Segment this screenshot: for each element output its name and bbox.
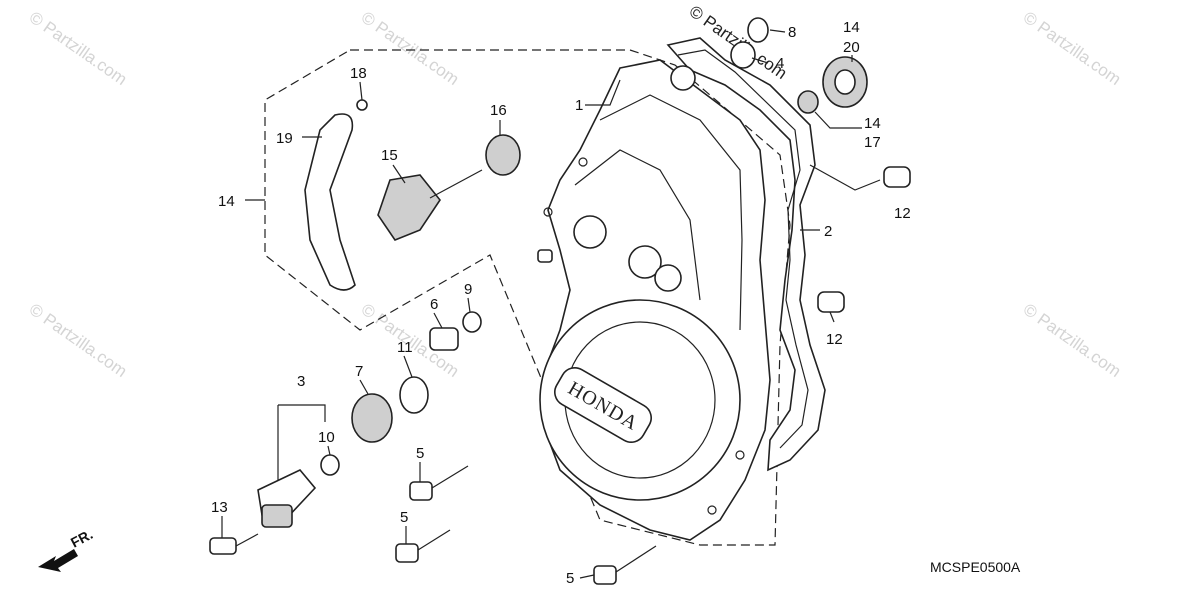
cover-boss-upper — [670, 65, 696, 91]
fr-label: FR. — [68, 526, 95, 551]
leader-12a — [809, 164, 881, 191]
part-dowel-pin — [537, 249, 553, 263]
bolt-5-upper — [409, 481, 433, 501]
generator-cover-dome — [539, 299, 741, 501]
leader-11 — [403, 355, 413, 378]
part-16-seal — [485, 134, 521, 176]
bolts — [395, 465, 657, 585]
part-17-seal — [797, 90, 819, 114]
callout-14-right: 14 — [864, 115, 881, 132]
part-19-hose — [304, 113, 356, 291]
callout-14-left: 14 — [218, 193, 235, 210]
generator-cover: HONDA — [539, 299, 741, 501]
part-10-washer — [320, 454, 340, 476]
logo-plate — [554, 367, 652, 443]
bolt-5-lower-shank — [615, 545, 657, 573]
part-12-dowel-lower — [817, 291, 845, 313]
leader-10 — [327, 445, 331, 456]
callouts: 1 2 3 4 5 5 5 6 7 8 9 10 11 12 12 13 14 … — [211, 19, 911, 587]
part-7-cap — [351, 393, 393, 443]
cover-port-oil — [628, 245, 662, 279]
cover-inner-rib — [574, 149, 701, 301]
callout-3: 3 — [297, 373, 305, 390]
part-9-oring — [462, 311, 482, 333]
cover-port-shaft — [573, 215, 607, 249]
part-15-impeller — [377, 174, 441, 241]
cover-bolt-hole-2 — [578, 157, 588, 167]
cover-bolt-hole-1 — [543, 207, 553, 217]
callout-13: 13 — [211, 499, 228, 516]
leader-1 — [585, 79, 621, 106]
part-11-oring — [399, 376, 429, 414]
watermark-bottom-right: © Partzilla.com — [1020, 300, 1125, 381]
gasket-inner-edge — [677, 49, 809, 449]
watermark-top-right: © Partzilla.com — [1020, 8, 1125, 89]
callout-16: 16 — [490, 102, 507, 119]
part-12-dowel-upper — [883, 166, 911, 188]
callout-5-middle: 5 — [400, 509, 408, 526]
callout-5-upper: 5 — [416, 445, 424, 462]
part-3-connector — [261, 504, 293, 528]
callout-17: 17 — [864, 134, 881, 151]
water-pump-parts — [304, 99, 553, 291]
leader-12b — [829, 311, 835, 323]
leader-7 — [359, 379, 369, 395]
part-8-oring — [747, 17, 769, 43]
gasket-outline — [666, 37, 826, 472]
gasket — [666, 37, 826, 472]
cover-mounting-rib — [599, 94, 743, 331]
front-direction-indicator: FR. — [38, 526, 95, 572]
leader-6 — [433, 312, 443, 329]
callout-1: 1 — [575, 97, 583, 114]
callout-20: 20 — [843, 39, 860, 56]
callout-4: 4 — [776, 55, 784, 72]
drawing-code: MCSPE0500A — [930, 559, 1021, 575]
bearing-parts — [730, 17, 911, 313]
cover-port-filter — [654, 264, 682, 292]
watermark-top-left: © Partzilla.com — [26, 8, 131, 89]
part-15-shaft — [429, 169, 483, 199]
part-4-seal — [730, 41, 756, 69]
bolt-5-lower — [593, 565, 617, 585]
callout-5-lower: 5 — [566, 570, 574, 587]
callout-12-lower: 12 — [826, 331, 843, 348]
leader-18 — [359, 81, 363, 101]
leader-3 — [278, 404, 326, 422]
leader-15 — [392, 164, 406, 184]
part-13-bolt — [209, 537, 237, 555]
bolt-5-upper-shank — [431, 465, 469, 489]
callout-6: 6 — [430, 296, 438, 313]
callout-7: 7 — [355, 363, 363, 380]
bolt-5-middle — [395, 543, 419, 563]
callout-11: 11 — [397, 339, 413, 356]
callout-12-upper: 12 — [894, 205, 911, 222]
callout-2: 2 — [824, 223, 832, 240]
leader-8 — [769, 29, 786, 33]
callout-9: 9 — [464, 281, 472, 298]
leader-4 — [751, 57, 769, 64]
watermark-bottom-left: © Partzilla.com — [26, 300, 131, 381]
part-6-plug — [429, 327, 459, 351]
callout-14-top: 14 — [843, 19, 860, 36]
callout-10: 10 — [318, 429, 335, 446]
callout-8: 8 — [788, 24, 796, 41]
callout-19: 19 — [276, 130, 293, 147]
part-18-clamp — [356, 99, 368, 111]
cover-bolt-hole-3 — [735, 450, 745, 460]
bolt-5-middle-shank — [417, 529, 451, 551]
watermark-top-center: © Partzilla.com — [358, 8, 463, 89]
leader-lines — [221, 29, 881, 579]
leader-5c — [579, 574, 595, 579]
callout-18: 18 — [350, 65, 367, 82]
plug-parts — [209, 311, 482, 555]
part-20-bearing-bore — [834, 69, 856, 95]
part-13-shank — [235, 533, 259, 547]
leader-9 — [467, 297, 471, 313]
cover-bolt-hole-4 — [707, 505, 717, 515]
leader-14-17 — [814, 111, 862, 129]
callout-15: 15 — [381, 147, 398, 164]
fr-arrow-icon — [38, 549, 78, 572]
